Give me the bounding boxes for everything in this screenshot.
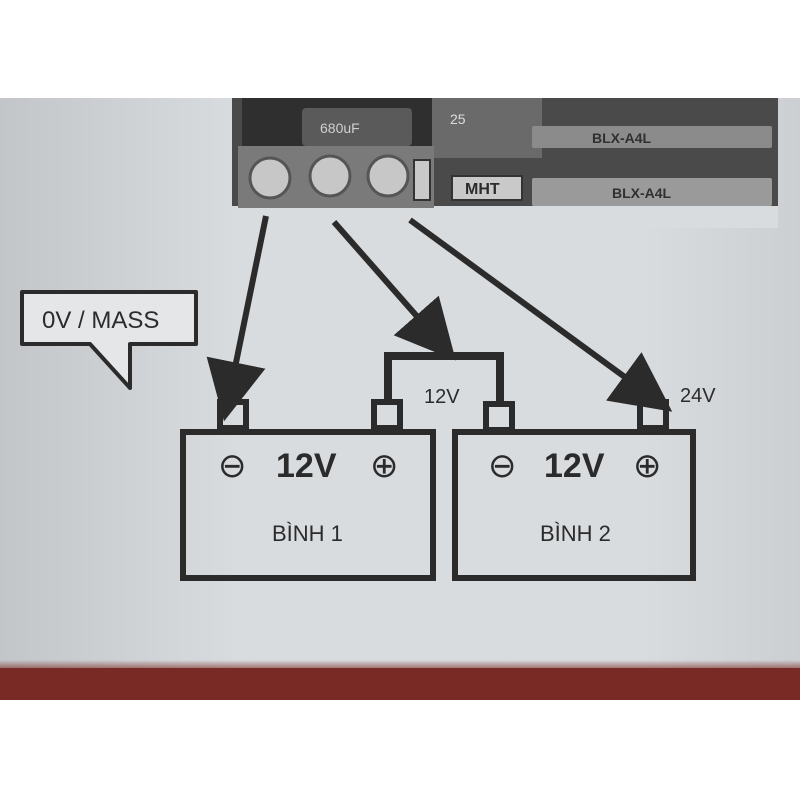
terminal-screw-2 — [308, 154, 352, 198]
battery-2-voltage: 12V — [544, 447, 605, 485]
chip-box — [451, 175, 523, 201]
battery-1-minus-icon: ⊖ — [218, 447, 247, 485]
jumper-wire — [384, 352, 504, 404]
capacitor-block — [302, 108, 412, 146]
module-label-2: BLX-A4L — [612, 185, 672, 201]
battery-2-name: BÌNH 2 — [540, 521, 611, 546]
capacitor-top — [432, 98, 542, 158]
desk-surface — [0, 660, 800, 700]
battery-1-voltage: 12V — [276, 447, 337, 485]
module-strip-1 — [532, 126, 772, 148]
arrow-to-bat1-minus — [206, 215, 269, 422]
battery-1: ⊖ 12V ⊕ BÌNH 1 — [180, 399, 436, 581]
battery-2-plus-icon: ⊕ — [633, 447, 662, 485]
capacitor-rating: 25 — [450, 111, 466, 127]
circuit-board: 680uF 25 BLX-A4L BLX-A4L MHT — [232, 98, 778, 228]
jumper-label: 12V — [424, 386, 460, 408]
chip-label: MHT — [465, 181, 500, 198]
module-strip-2 — [532, 178, 772, 206]
arrow-to-jumper — [331, 220, 456, 361]
battery-1-name: BÌNH 1 — [272, 521, 343, 546]
battery-1-plus-icon: ⊕ — [370, 447, 399, 485]
arrow-to-bat2-plus — [408, 217, 673, 412]
callout-text: 0V / MASS — [42, 307, 159, 334]
capacitor-text: 680uF — [320, 120, 360, 136]
module-label-1: BLX-A4L — [592, 130, 652, 146]
output-label: 24V — [680, 385, 716, 407]
terminal-screw-1 — [248, 156, 292, 200]
battery-2-minus-icon: ⊖ — [488, 447, 517, 485]
mass-callout: 0V / MASS — [20, 290, 198, 390]
battery-2: ⊖ 12V ⊕ BÌNH 2 — [452, 399, 696, 581]
terminal-screw-3 — [366, 154, 410, 198]
